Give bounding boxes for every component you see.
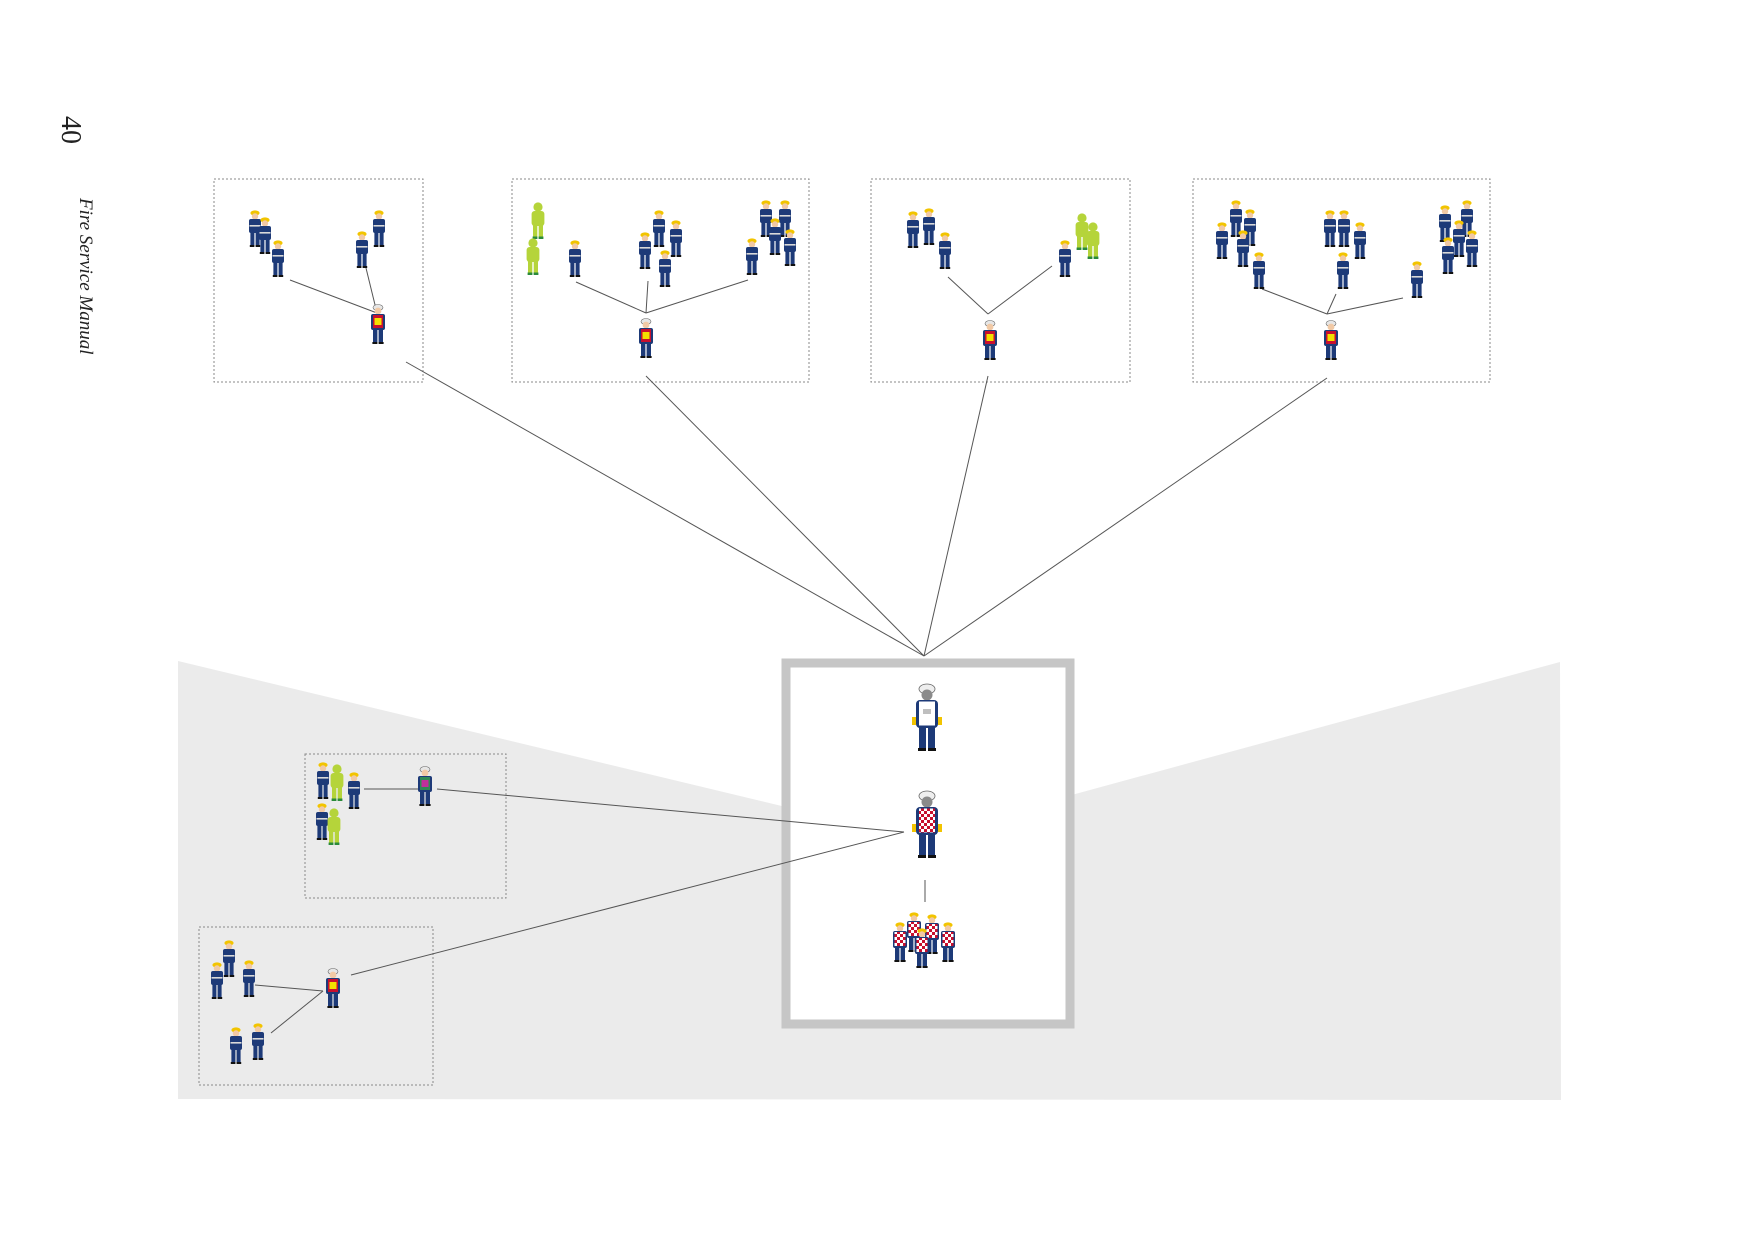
sector-box-6 — [198, 926, 434, 1086]
sector-commander-icon — [638, 318, 654, 359]
sector-2-crew — [526, 200, 796, 287]
sector-commander-icon — [982, 320, 998, 361]
sector-commander-icon — [1323, 320, 1339, 361]
sector-3-crew — [907, 208, 1100, 277]
sector-box-4 — [1192, 178, 1491, 383]
sector-box-1 — [213, 178, 424, 383]
sector-1-crew — [249, 210, 385, 277]
sector-commander-icon — [370, 304, 386, 345]
sector-box-2 — [511, 178, 810, 383]
sector-4-crew — [1216, 200, 1478, 298]
connector-lines — [254, 265, 1404, 1034]
sector-box-3 — [870, 178, 1131, 383]
sector-box-5 — [304, 753, 507, 899]
